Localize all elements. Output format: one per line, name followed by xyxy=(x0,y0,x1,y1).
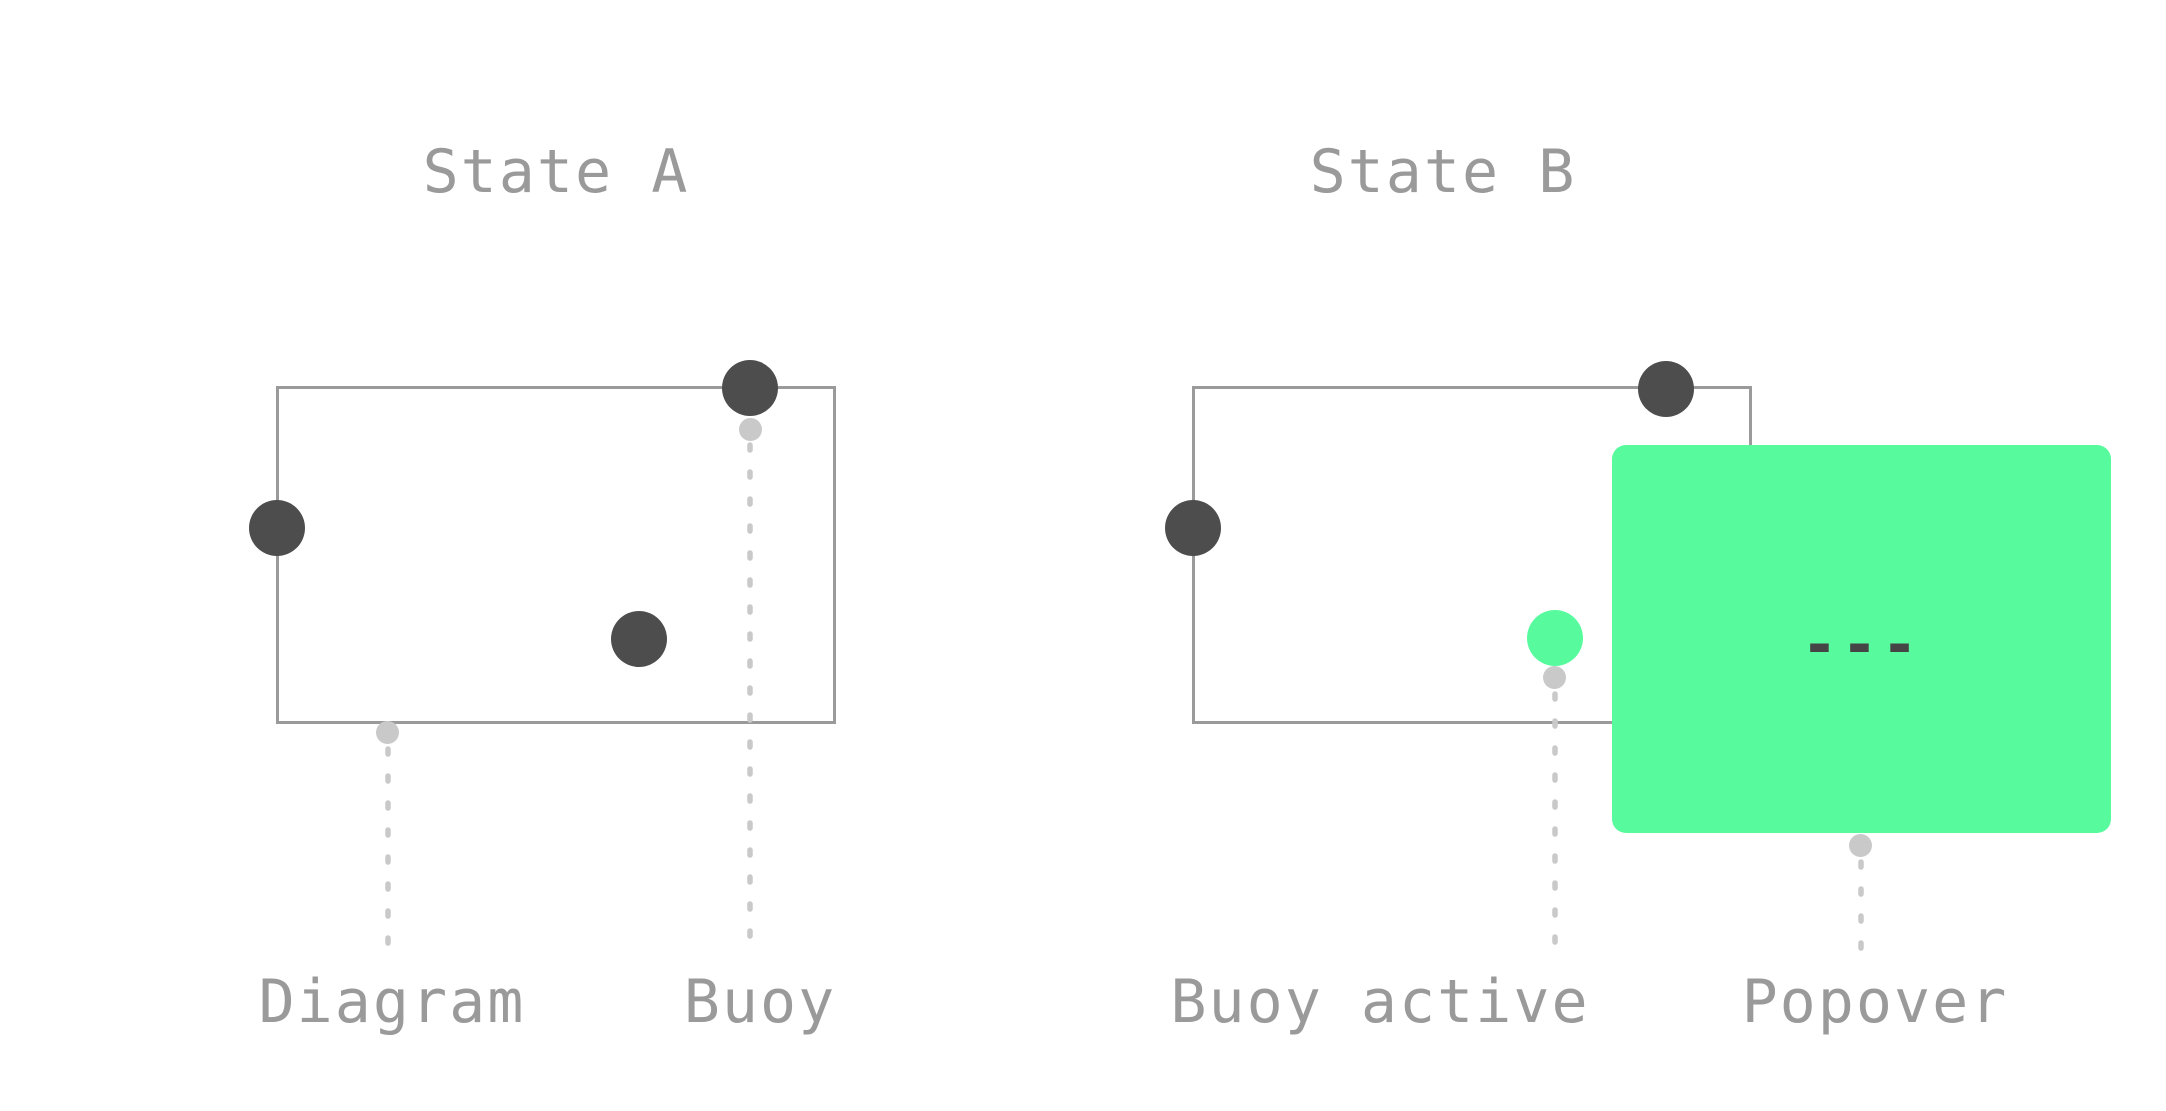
leader-dot-buoy xyxy=(739,418,762,441)
state-b-buoy-top[interactable] xyxy=(1638,361,1694,417)
label-buoy: Buoy xyxy=(683,967,837,1037)
state-a-buoy-top[interactable] xyxy=(722,360,778,416)
state-a-buoy-inner[interactable] xyxy=(611,611,667,667)
label-popover: Popover xyxy=(1741,967,2009,1037)
label-diagram: Diagram xyxy=(258,967,526,1037)
leader-dot-popover xyxy=(1849,834,1872,857)
leader-dot-diagram xyxy=(376,721,399,744)
popover-placeholder-text: --- xyxy=(1801,610,1922,680)
popover[interactable]: --- xyxy=(1612,445,2111,833)
state-a-buoy-left[interactable] xyxy=(249,500,305,556)
label-buoy-active: Buoy active xyxy=(1170,967,1590,1037)
state-b-buoy-left[interactable] xyxy=(1165,500,1221,556)
leader-dot-buoy-active xyxy=(1543,666,1566,689)
state-b-title: State B xyxy=(1309,137,1577,207)
state-a-title: State A xyxy=(422,137,690,207)
state-b-buoy-active[interactable] xyxy=(1527,610,1583,666)
